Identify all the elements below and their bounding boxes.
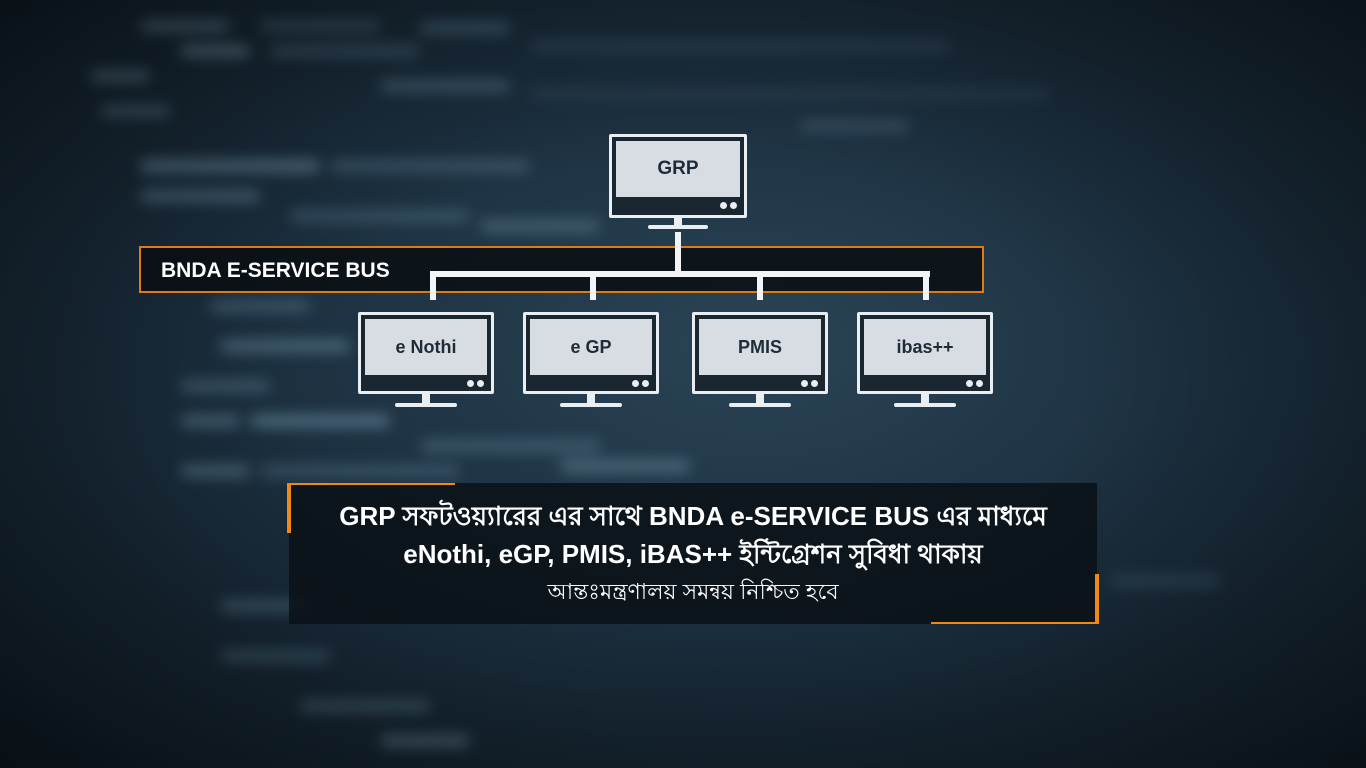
bus-horizontal-wire	[430, 271, 930, 277]
branch-wire-enothi	[430, 271, 436, 300]
pmis-monitor: PMIS	[692, 312, 828, 410]
egp-label: e GP	[530, 319, 652, 375]
branch-wire-ibas	[923, 271, 929, 300]
enothi-monitor: e Nothi	[358, 312, 494, 410]
branch-wire-pmis	[757, 271, 763, 300]
bus-trunk-wire	[675, 232, 681, 276]
monitor-icon	[801, 380, 818, 387]
monitor-icon	[632, 380, 649, 387]
caption-line-2: eNothi, eGP, PMIS, iBAS++ ইন্টিগ্রেশন সু…	[403, 539, 983, 569]
caption-text: GRP সফটওয়্যারের এর সাথে BNDA e-SERVICE …	[289, 497, 1097, 611]
service-bus: BNDA E-SERVICE BUS	[139, 246, 984, 293]
caption-accent-top	[287, 483, 455, 485]
caption-line-1: GRP সফটওয়্যারের এর সাথে BNDA e-SERVICE …	[339, 501, 1047, 531]
caption-accent-right	[1095, 574, 1099, 624]
monitor-icon	[720, 202, 737, 209]
caption-box: GRP সফটওয়্যারের এর সাথে BNDA e-SERVICE …	[287, 483, 1099, 624]
caption-accent-bottom	[931, 622, 1099, 624]
ibas-monitor: ibas++	[857, 312, 993, 410]
caption-accent-left	[287, 483, 291, 533]
pmis-label: PMIS	[699, 319, 821, 375]
branch-wire-egp	[590, 271, 596, 300]
grp-monitor: GRP	[609, 134, 747, 232]
monitor-icon	[966, 380, 983, 387]
ibas-label: ibas++	[864, 319, 986, 375]
enothi-label: e Nothi	[365, 319, 487, 375]
egp-monitor: e GP	[523, 312, 659, 410]
service-bus-label: BNDA E-SERVICE BUS	[161, 259, 390, 282]
monitor-icon	[467, 380, 484, 387]
grp-label: GRP	[616, 141, 740, 197]
caption-line-3: আন্তঃমন্ত্রণালয় সমন্বয় নিশ্চিত হবে	[547, 579, 839, 604]
